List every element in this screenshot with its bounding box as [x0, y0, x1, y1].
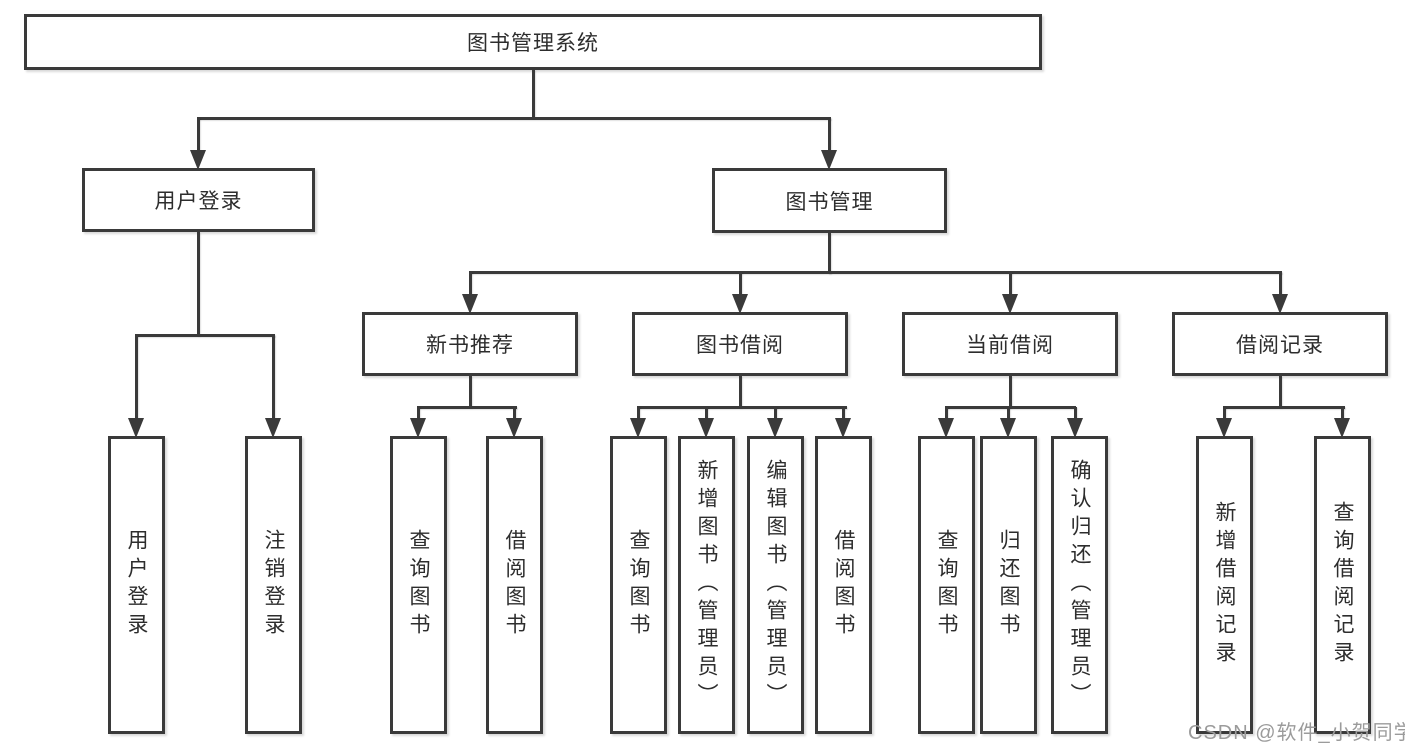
connector-to-leaf-bb-query: [636, 407, 640, 420]
connector-root-stem: [531, 70, 535, 118]
node-root: 图书管理系统: [24, 14, 1042, 70]
connector-to-leaf-nb-query: [416, 407, 420, 420]
connector-current-borrow-bus: [944, 405, 1076, 409]
node-current-borrow: 当前借阅: [902, 312, 1118, 376]
connector-current-borrow-stem: [1008, 376, 1012, 408]
arrowhead-new-books: [462, 294, 478, 314]
leaf-bookborrow-add-label: 新增图书（管理员）: [695, 459, 718, 711]
leaf-records-add-label: 新增借阅记录: [1213, 501, 1236, 669]
arrowhead-leaf-nb-borrow: [506, 418, 522, 438]
leaf-currentborrow-return: 归还图书: [980, 436, 1037, 734]
connector-level2-bus: [196, 116, 831, 120]
connector-to-leaf-br-query: [1340, 407, 1344, 420]
connector-to-leaf-cb-confirm: [1073, 407, 1077, 420]
node-book-mgmt: 图书管理: [712, 168, 947, 233]
leaf-logout: 注销登录: [245, 436, 302, 734]
arrowhead-user-login: [190, 150, 206, 170]
leaf-currentborrow-confirm: 确认归还（管理员）: [1051, 436, 1108, 734]
leaf-currentborrow-confirm-label: 确认归还（管理员）: [1068, 459, 1091, 711]
arrowhead-leaf-cb-query: [938, 418, 954, 438]
node-new-books: 新书推荐: [362, 312, 578, 376]
arrowhead-leaf-logout: [265, 418, 281, 438]
connector-user-login-bus: [134, 333, 275, 337]
leaf-currentborrow-query: 查询图书: [918, 436, 975, 734]
connector-to-leaf-br-add: [1222, 407, 1226, 420]
leaf-bookborrow-edit-label: 编辑图书（管理员）: [764, 459, 787, 711]
arrowhead-leaf-nb-query: [410, 418, 426, 438]
leaf-bookborrow-query-label: 查询图书: [627, 529, 650, 641]
connector-to-leaf-nb-borrow: [512, 407, 516, 420]
connector-new-books-stem: [468, 376, 472, 408]
connector-to-book-mgmt: [827, 118, 831, 152]
leaf-records-add: 新增借阅记录: [1196, 436, 1253, 734]
connector-to-borrow-records: [1278, 272, 1282, 296]
leaf-currentborrow-return-label: 归还图书: [997, 529, 1020, 641]
connector-level3-bus: [468, 270, 1282, 274]
csdn-watermark: CSDN @软件_小贺同学: [1188, 722, 1405, 744]
connector-borrow-records-bus: [1222, 405, 1345, 409]
arrowhead-leaf-br-add: [1216, 418, 1232, 438]
connector-to-leaf-cb-query: [944, 407, 948, 420]
connector-to-leaf-logout: [271, 335, 275, 420]
connector-to-book-borrow: [738, 272, 742, 296]
arrowhead-leaf-cb-confirm: [1067, 418, 1083, 438]
leaf-newbooks-query: 查询图书: [390, 436, 447, 734]
connector-borrow-records-stem: [1278, 376, 1282, 408]
connector-to-leaf-bb-borrow: [841, 407, 845, 420]
connector-book-borrow-bus: [636, 405, 847, 409]
node-borrow-records: 借阅记录: [1172, 312, 1388, 376]
leaf-bookborrow-borrow: 借阅图书: [815, 436, 872, 734]
connector-book-borrow-stem: [738, 376, 742, 408]
connector-to-current-borrow: [1008, 272, 1012, 296]
arrowhead-book-borrow: [732, 294, 748, 314]
leaf-user-login-label: 用户登录: [125, 529, 148, 641]
arrowhead-current-borrow: [1002, 294, 1018, 314]
leaf-newbooks-borrow-label: 借阅图书: [503, 529, 526, 641]
connector-to-new-books: [468, 272, 472, 296]
arrowhead-leaf-login: [128, 418, 144, 438]
connector-to-user-login: [196, 118, 200, 152]
arrowhead-borrow-records: [1272, 294, 1288, 314]
leaf-bookborrow-borrow-label: 借阅图书: [832, 529, 855, 641]
connector-book-mgmt-stem: [827, 233, 831, 274]
leaf-bookborrow-query: 查询图书: [610, 436, 667, 734]
node-book-borrow: 图书借阅: [632, 312, 848, 376]
connector-to-leaf-cb-return: [1006, 407, 1010, 420]
leaf-newbooks-borrow: 借阅图书: [486, 436, 543, 734]
connector-to-leaf-login: [134, 335, 138, 420]
leaf-bookborrow-edit: 编辑图书（管理员）: [747, 436, 804, 734]
leaf-logout-label: 注销登录: [262, 529, 285, 641]
leaf-records-query: 查询借阅记录: [1314, 436, 1371, 734]
connector-to-leaf-bb-edit: [773, 407, 777, 420]
arrowhead-leaf-bb-edit: [767, 418, 783, 438]
connector-user-login-stem: [196, 232, 200, 336]
arrowhead-leaf-br-query: [1334, 418, 1350, 438]
arrowhead-leaf-cb-return: [1000, 418, 1016, 438]
leaf-currentborrow-query-label: 查询图书: [935, 529, 958, 641]
arrowhead-leaf-bb-borrow: [835, 418, 851, 438]
connector-new-books-bus: [416, 405, 517, 409]
connector-to-leaf-bb-add: [704, 407, 708, 420]
leaf-user-login: 用户登录: [108, 436, 165, 734]
leaf-bookborrow-add: 新增图书（管理员）: [678, 436, 735, 734]
leaf-records-query-label: 查询借阅记录: [1331, 501, 1354, 669]
arrowhead-leaf-bb-add: [698, 418, 714, 438]
node-user-login: 用户登录: [82, 168, 315, 232]
arrowhead-book-mgmt: [821, 150, 837, 170]
arrowhead-leaf-bb-query: [630, 418, 646, 438]
leaf-newbooks-query-label: 查询图书: [407, 529, 430, 641]
